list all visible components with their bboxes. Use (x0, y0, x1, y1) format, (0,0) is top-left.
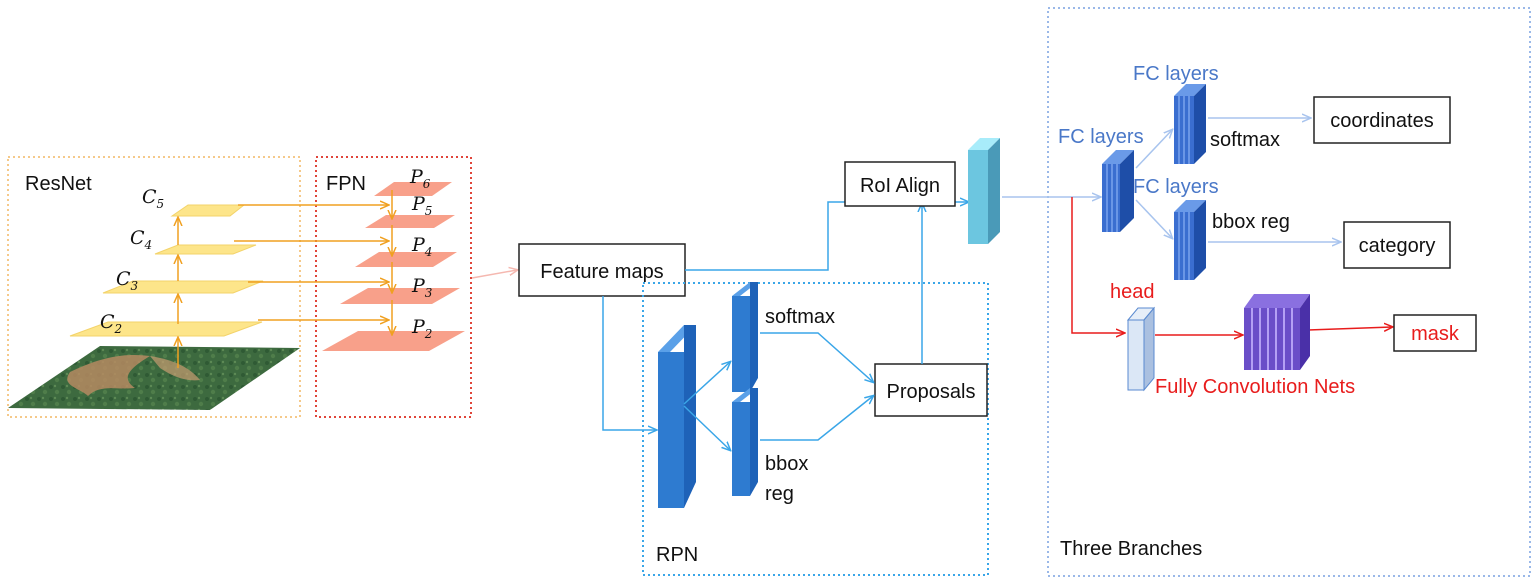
roi-feature-block (968, 138, 1000, 244)
satellite-image (8, 346, 300, 410)
fc-block-3 (1174, 200, 1206, 280)
fpn-level-labels: P6 P5 P4 P3 P2 (409, 166, 433, 341)
fcn-block (1244, 294, 1310, 370)
fc-connectors (1135, 118, 1340, 242)
branch-bbox-reg-label: bbox reg (1212, 211, 1290, 233)
branches-title: Three Branches (1060, 538, 1202, 560)
plane-p3 (340, 288, 460, 304)
category-label: category (1359, 235, 1436, 257)
plane-c4 (154, 244, 257, 255)
roi-align-box (844, 161, 956, 207)
label-c2: C2 (100, 311, 122, 336)
rpn-softmax-block (732, 282, 758, 392)
category-box (1343, 221, 1451, 269)
rpn-panel (642, 282, 989, 576)
label-c5: C5 (142, 186, 164, 211)
plane-c5 (170, 204, 246, 217)
resnet-title: ResNet (25, 173, 92, 195)
plane-p5 (365, 215, 455, 228)
fcn-label: Fully Convolution Nets (1155, 376, 1355, 398)
plane-c3 (102, 280, 264, 294)
fpn-to-feature-maps-arrow (471, 270, 517, 279)
rpn-title: RPN (656, 544, 698, 566)
plane-p4 (355, 252, 457, 267)
label-c3: C3 (116, 268, 139, 293)
fc-layers-label-2: FC layers (1058, 126, 1144, 148)
fc-layers-label-3: FC layers (1133, 176, 1219, 198)
label-p4: P4 (411, 234, 432, 259)
rpn-bbox-label-line1: bbox (765, 453, 808, 475)
head-label: head (1110, 281, 1155, 303)
fc-layers-label-1: FC layers (1133, 63, 1219, 85)
mask-box (1393, 314, 1477, 352)
rpn-softmax-label: softmax (765, 306, 835, 328)
mask-branch-connectors (1071, 197, 1392, 335)
label-p2: P2 (411, 316, 432, 341)
label-c4: C4 (130, 227, 152, 252)
plane-p2 (322, 331, 465, 351)
proposals-box (874, 363, 988, 417)
coordinates-label: coordinates (1330, 110, 1433, 132)
fpn-panel (315, 156, 472, 418)
coordinates-box (1313, 96, 1451, 144)
rpn-bbox-block (732, 388, 758, 496)
fc-block-2 (1174, 84, 1206, 164)
label-p5: P5 (411, 193, 432, 218)
fpn-title: FPN (326, 173, 366, 195)
rpn-conv-block (658, 325, 696, 508)
roi-align-label: RoI Align (860, 175, 940, 197)
resnet-planes (69, 204, 264, 337)
proposals-label: Proposals (887, 381, 976, 403)
branches-panel (1047, 7, 1531, 577)
branch-softmax-label: softmax (1210, 129, 1280, 151)
mask-label: mask (1411, 323, 1460, 345)
feature-maps-label: Feature maps (540, 261, 663, 283)
label-p6: P6 (409, 166, 431, 191)
plane-c2 (69, 321, 263, 337)
resnet-level-labels: C5 C4 C3 C2 (100, 186, 164, 336)
lateral-connections (234, 205, 388, 320)
label-p3: P3 (411, 275, 433, 300)
fc-block-1 (1102, 150, 1134, 232)
plane-p6 (374, 182, 452, 196)
rpn-bbox-label-line2: reg (765, 483, 794, 505)
fpn-planes (322, 182, 465, 351)
feature-maps-box (518, 243, 686, 297)
head-block (1126, 306, 1156, 392)
resnet-panel (7, 156, 301, 418)
